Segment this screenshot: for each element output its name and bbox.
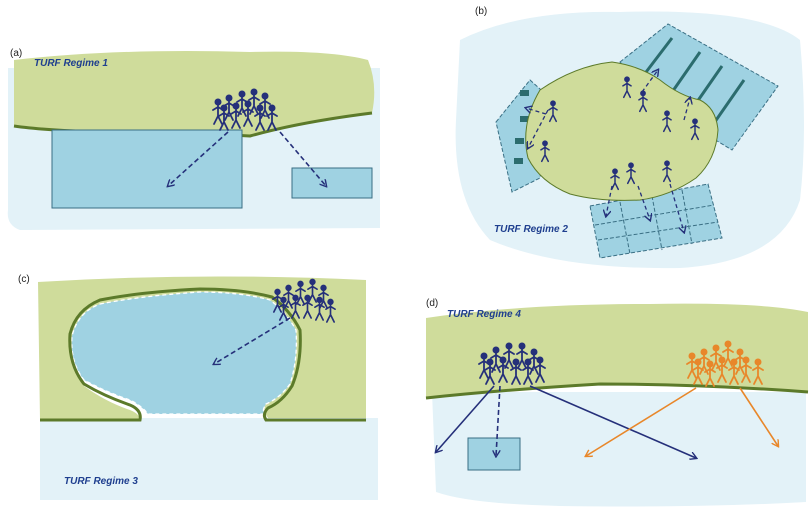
access-arrow-c bbox=[214, 317, 291, 364]
coastline-d bbox=[425, 382, 809, 400]
land-area-d bbox=[426, 303, 808, 398]
open-access-arrow-d1 bbox=[436, 385, 495, 452]
access-arrow-b1 bbox=[528, 109, 549, 148]
panel-c bbox=[38, 276, 378, 500]
access-arrow-b4 bbox=[683, 98, 690, 121]
access-arrow-a2 bbox=[279, 131, 326, 186]
panel-c-label: (c) bbox=[18, 274, 30, 285]
access-arrow-b3 bbox=[641, 70, 658, 93]
access-arrow-d-turf bbox=[496, 385, 501, 456]
panel-b-regime-title: TURF Regime 2 bbox=[494, 224, 568, 235]
land-area-a bbox=[14, 51, 375, 136]
fishing-boat-icon bbox=[514, 158, 523, 164]
coastline-c bbox=[40, 287, 366, 422]
fishing-boat-icon bbox=[515, 138, 524, 144]
sea-area-d bbox=[432, 392, 806, 507]
panel-d-regime-title: TURF Regime 4 bbox=[447, 309, 521, 320]
panel-c-regime-title: TURF Regime 3 bbox=[64, 476, 138, 487]
access-arrow-a1 bbox=[168, 131, 229, 186]
panel-a-regime-title: TURF Regime 1 bbox=[34, 58, 108, 69]
panel-a bbox=[7, 51, 380, 230]
land-area-b bbox=[525, 61, 719, 201]
panel-b-label: (b) bbox=[475, 6, 487, 17]
panel-d-label: (d) bbox=[426, 298, 438, 309]
open-access-arrow-d3 bbox=[586, 387, 697, 456]
bay-turf-c bbox=[71, 291, 298, 415]
panel-b bbox=[455, 11, 804, 269]
turf-zone-d bbox=[467, 437, 521, 471]
open-access-arrow-d2 bbox=[529, 385, 696, 458]
access-arrow-b6 bbox=[637, 185, 650, 220]
access-arrow-b7 bbox=[669, 183, 684, 232]
fishing-boat-icon bbox=[520, 116, 529, 122]
panel-d bbox=[425, 303, 809, 507]
panel-a-label: (a) bbox=[10, 48, 22, 59]
turf-zone-a2 bbox=[291, 167, 373, 199]
access-arrow-b5 bbox=[606, 185, 613, 216]
access-arrow-b2 bbox=[526, 108, 547, 115]
open-access-arrow-d4 bbox=[739, 387, 778, 446]
turf-zone-a1 bbox=[51, 129, 243, 209]
fishing-boat-icon bbox=[520, 90, 529, 96]
sea-area-c bbox=[40, 418, 378, 500]
